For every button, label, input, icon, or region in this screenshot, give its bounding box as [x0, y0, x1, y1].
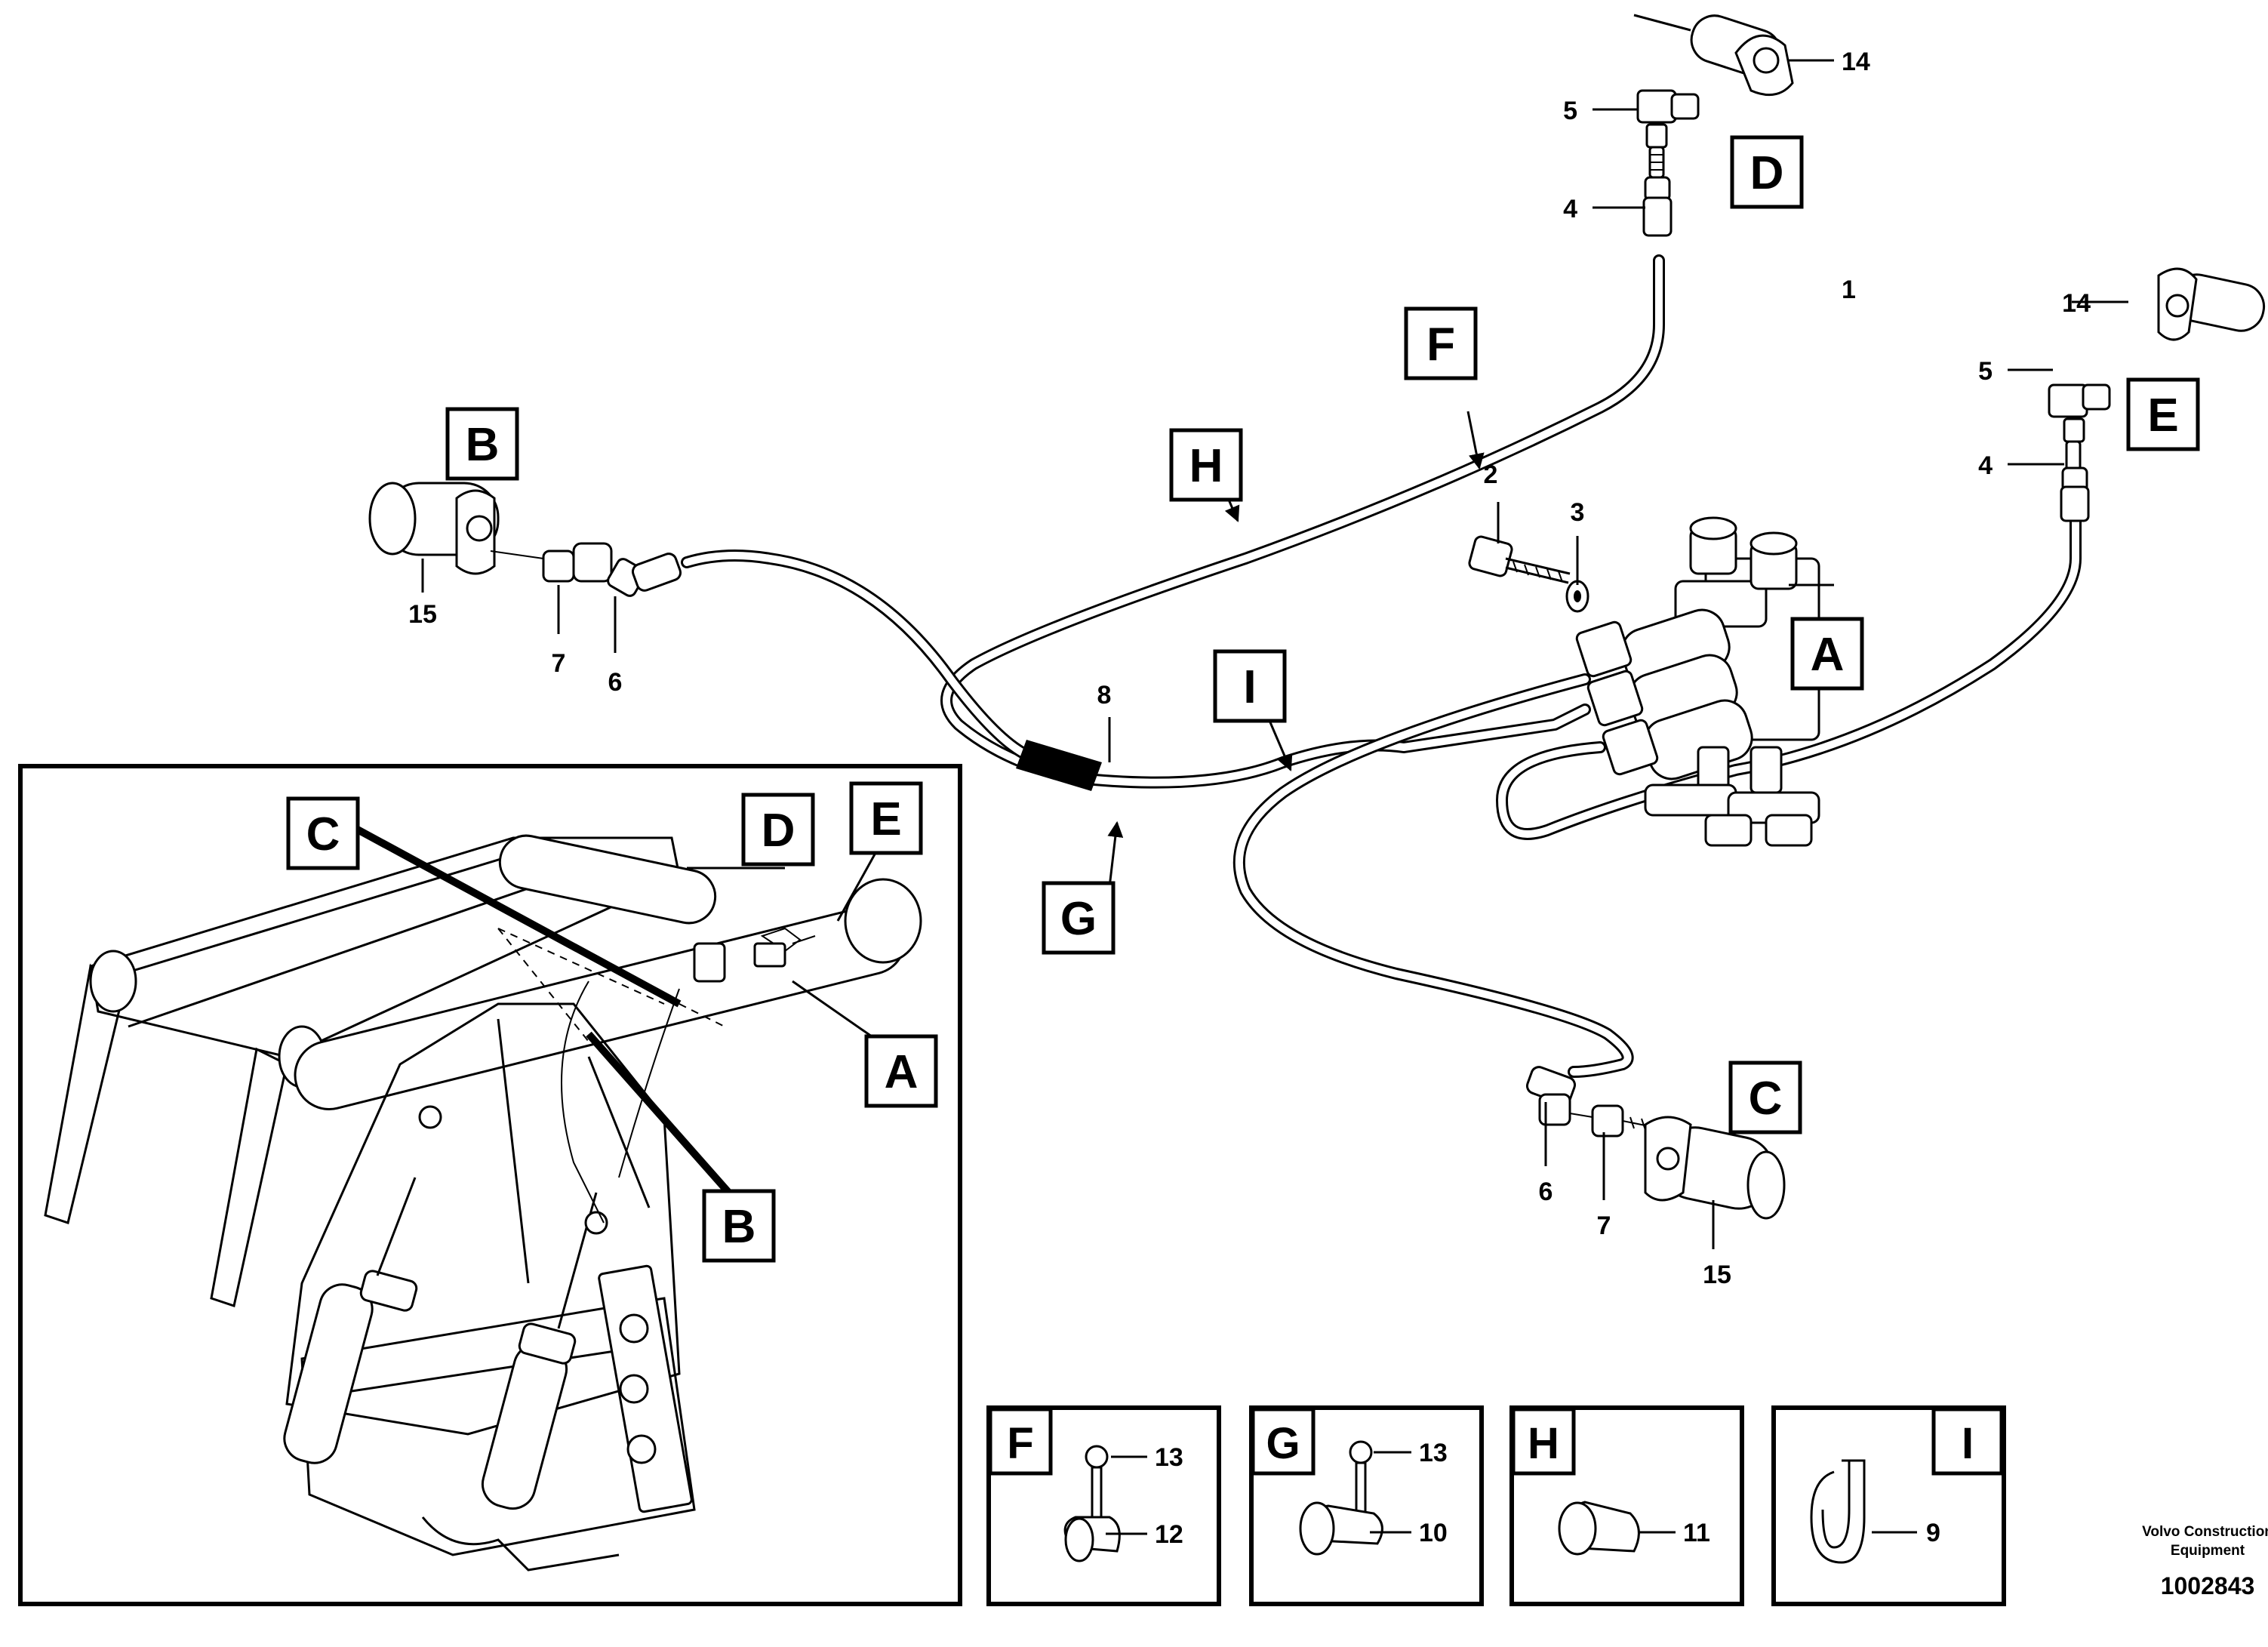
detail-f-letter: F	[1007, 1419, 1033, 1468]
part-number-1: 1	[1842, 276, 1856, 304]
part-number-14-right: 14	[2062, 289, 2091, 318]
inset-callout-e: E	[849, 781, 923, 855]
detail-g-part-10: 10	[1419, 1519, 1448, 1547]
inset-callout-c-label: C	[306, 808, 340, 860]
detail-g-letter: G	[1266, 1419, 1300, 1468]
hose-lines	[681, 254, 2082, 1078]
part-number-15-left: 15	[408, 600, 437, 629]
detail-f-part-13: 13	[1155, 1443, 1183, 1472]
detail-i	[1771, 1405, 2006, 1606]
callout-h: H	[1169, 428, 1243, 502]
inset-callout-e-label: E	[870, 793, 901, 845]
bolt-and-washer	[1468, 535, 1589, 613]
inset-callout-c: C	[286, 796, 360, 870]
detail-i-part-9: 9	[1926, 1519, 1940, 1547]
fitting-group-e	[2048, 267, 2266, 522]
brand-line-1: Volvo Construction	[2142, 1524, 2268, 1540]
inset-callout-a-label: A	[885, 1046, 919, 1098]
drawing-number: 1002843	[2161, 1572, 2255, 1599]
fitting-group-d	[1633, 14, 1794, 237]
detail-f-part-12: 12	[1155, 1520, 1183, 1549]
part-number-3: 3	[1571, 498, 1585, 527]
callout-a: A	[1790, 617, 1864, 691]
callout-g: G	[1042, 881, 1116, 955]
brand-line-2: Equipment	[2171, 1543, 2245, 1559]
callout-f-label: F	[1426, 319, 1455, 371]
callout-i-label: I	[1243, 661, 1256, 713]
part-number-8: 8	[1097, 681, 1112, 710]
detail-g-part-13: 13	[1419, 1439, 1448, 1467]
callout-f: F	[1404, 306, 1478, 380]
part-number-7-right: 7	[1597, 1211, 1611, 1240]
part-number-6-right: 6	[1539, 1178, 1553, 1206]
part-number-5-top: 5	[1563, 97, 1577, 125]
detail-h-letter: H	[1528, 1419, 1559, 1468]
part-number-6-left: 6	[608, 668, 623, 697]
detail-g	[1249, 1405, 1484, 1606]
callout-h-label: H	[1189, 440, 1223, 492]
detail-labels: F 13 12 G 13 10 H 11 I 9	[1007, 1419, 1974, 1549]
callout-i: I	[1213, 649, 1287, 723]
detail-h	[1509, 1405, 1744, 1606]
callout-e-label: E	[2147, 389, 2178, 442]
part-number-7-left: 7	[552, 649, 566, 678]
callout-e: E	[2126, 377, 2200, 451]
part-number-15-right: 15	[1703, 1261, 1731, 1289]
part-numbers: 1 2 3 4 4 5 5 6 6 7 7 8 14 14 15 15	[408, 48, 2091, 1289]
leader-lines	[421, 59, 2128, 1249]
detail-h-part-11: 11	[1683, 1519, 1710, 1547]
part-number-14-top: 14	[1842, 48, 1870, 76]
callout-d-label: D	[1750, 147, 1784, 199]
inset-callout-b: B	[702, 1189, 776, 1263]
callout-c-label: C	[1749, 1073, 1783, 1125]
part-number-5-right: 5	[1978, 357, 1993, 386]
detail-i-letter: I	[1962, 1419, 1974, 1468]
part-number-4-top: 4	[1563, 195, 1577, 223]
inset-callout-d-label: D	[762, 805, 795, 857]
footer: Volvo Construction Equipment 1002843	[2142, 1524, 2268, 1599]
callout-b: B	[445, 407, 519, 481]
part-number-4-right: 4	[1978, 451, 1993, 480]
inset-callout-b-label: B	[722, 1201, 756, 1253]
callout-d: D	[1730, 135, 1804, 209]
callout-g-label: G	[1060, 893, 1097, 945]
callout-c: C	[1728, 1061, 1802, 1134]
distribution-valve-block	[1575, 516, 1820, 847]
part-number-2: 2	[1484, 460, 1498, 489]
inset-frame	[18, 764, 962, 1606]
callout-b-label: B	[466, 419, 500, 471]
callout-a-label: A	[1811, 629, 1845, 681]
inset-machine-drawing	[44, 824, 922, 1572]
fitting-group-c	[1525, 1066, 1786, 1220]
inset-callout-d: D	[741, 793, 815, 867]
detail-f	[986, 1405, 1221, 1606]
inset-callout-a: A	[864, 1034, 938, 1108]
fitting-group-b	[368, 482, 682, 597]
